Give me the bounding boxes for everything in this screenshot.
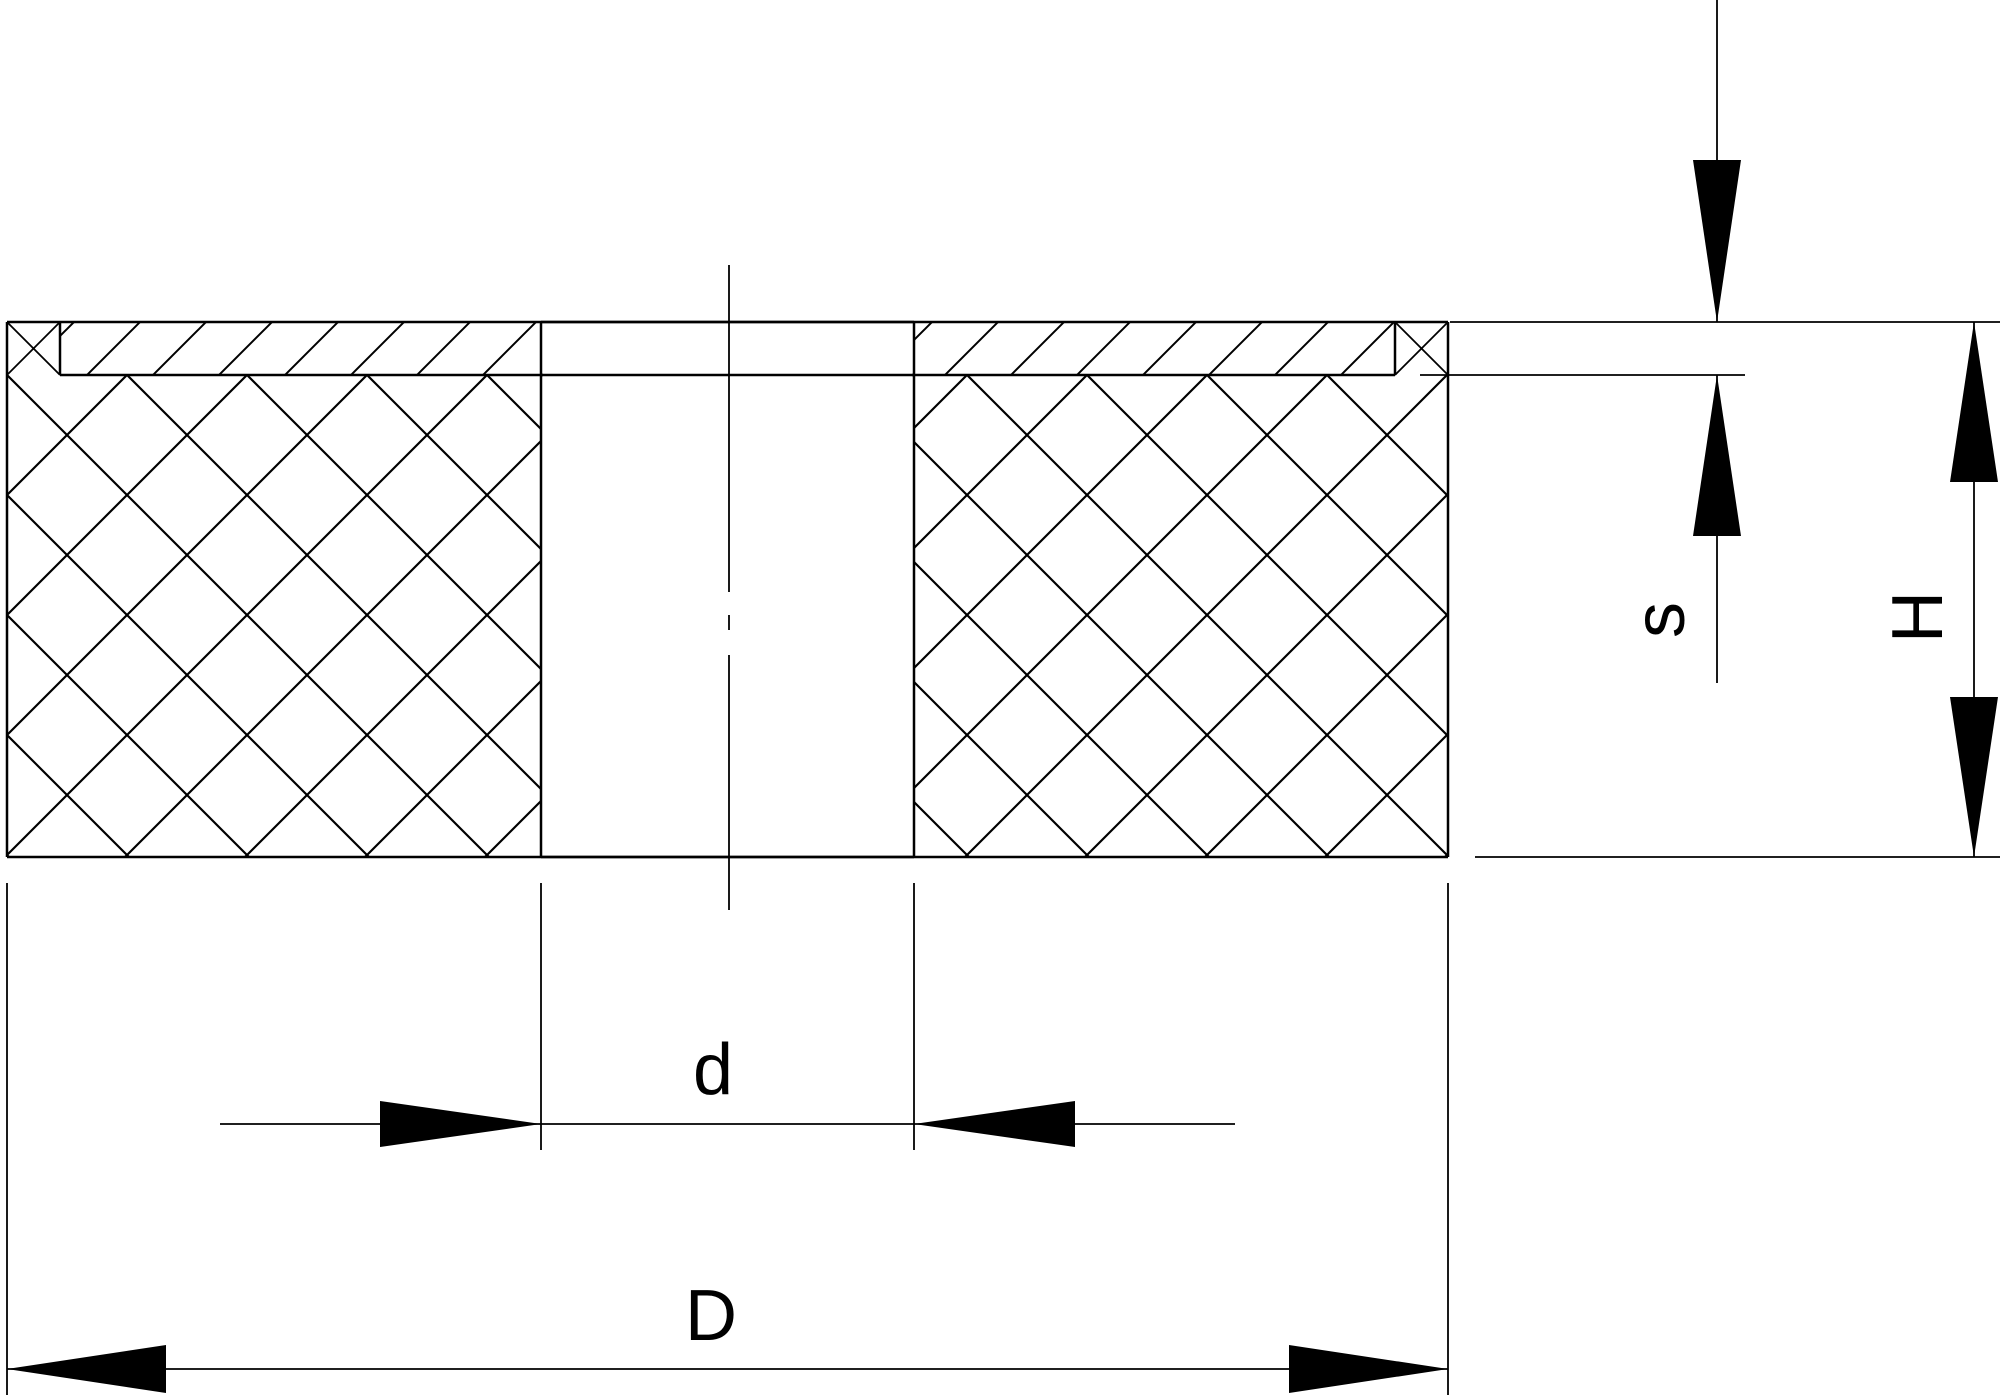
dimension-D: D: [7, 1276, 1448, 1393]
dimension-d: d: [220, 1030, 1235, 1147]
s-arrow-top: [1693, 160, 1741, 322]
dimension-s-label: s: [1620, 602, 1700, 638]
dimension-d-label: d: [693, 1030, 733, 1110]
right-rubber-body: [914, 375, 1448, 857]
D-arrow-right: [1289, 1345, 1448, 1393]
dimension-H: H: [1878, 322, 1998, 857]
left-plate-hatch: [60, 322, 541, 375]
dimension-s: s: [1620, 0, 1741, 683]
extension-lines: [6, 321, 2000, 1395]
left-section: [6, 321, 541, 857]
s-arrow-bottom: [1693, 375, 1741, 536]
H-arrow-bottom: [1950, 697, 1998, 857]
dimension-D-label: D: [685, 1276, 737, 1356]
d-arrow-left: [380, 1101, 541, 1147]
right-section: [914, 321, 1449, 857]
H-arrow-top: [1950, 322, 1998, 482]
D-arrow-left: [7, 1345, 166, 1393]
part-outline: [5, 320, 1450, 859]
left-rubber-body: [7, 375, 541, 857]
right-plate-hatch: [914, 322, 1395, 375]
dimension-H-label: H: [1878, 591, 1958, 643]
d-arrow-right: [914, 1101, 1075, 1147]
